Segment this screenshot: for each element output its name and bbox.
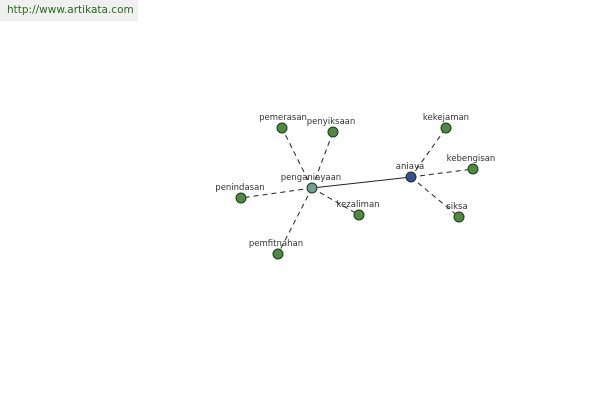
node-marker-penindasan[interactable] [235,192,247,204]
node-penganiayaan[interactable]: penganiayaan [281,173,341,194]
node-marker-kezaliman[interactable] [353,209,365,221]
node-marker-penganiayaan[interactable] [306,182,318,194]
edge-penganiayaan-kezaliman [311,187,360,216]
node-label-pemerasan: pemerasan [259,113,307,123]
node-kekejaman[interactable]: kekejaman [423,113,469,134]
edge-penganiayaan-aniaya [311,176,412,189]
node-label-kezaliman: kezaliman [336,200,379,210]
node-penyiksaan[interactable]: penyiksaan [307,117,356,138]
node-label-kebengisan: kebengisan [447,154,496,164]
edge-aniaya-siksa [410,176,460,218]
edge-aniaya-kebengisan [410,168,474,178]
node-kezaliman[interactable]: kezaliman [336,200,380,221]
node-label-kekejaman: kekejaman [423,113,469,123]
node-marker-pemfitnahan[interactable] [272,248,284,260]
node-marker-pemerasan[interactable] [276,122,288,134]
node-kebengisan[interactable]: kebengisan [447,154,496,175]
node-marker-kebengisan[interactable] [467,163,479,175]
node-siksa[interactable]: siksa [446,202,468,223]
node-marker-aniaya[interactable] [405,171,417,183]
edge-penganiayaan-penyiksaan [311,131,334,189]
node-label-pemfitnahan: pemfitnahan [249,239,303,249]
edge-penganiayaan-penindasan [240,187,313,199]
node-marker-kekejaman[interactable] [440,122,452,134]
node-marker-penyiksaan[interactable] [327,126,339,138]
edges-layer [240,127,474,255]
node-label-siksa: siksa [446,202,467,212]
edge-aniaya-kekejaman [410,127,447,178]
node-label-aniaya: aniaya [396,162,424,172]
node-pemfitnahan[interactable]: pemfitnahan [249,239,303,260]
edge-penganiayaan-pemerasan [281,127,313,189]
node-penindasan[interactable]: penindasan [215,183,265,204]
node-label-penindasan: penindasan [215,183,264,193]
source-url-bar: http://www.artikata.com [0,0,138,21]
node-pemerasan[interactable]: pemerasan [259,113,307,134]
edge-penganiayaan-pemfitnahan [277,187,313,255]
node-label-penganiayaan: penganiayaan [281,173,341,183]
node-marker-siksa[interactable] [453,211,465,223]
node-label-penyiksaan: penyiksaan [307,117,356,127]
node-aniaya[interactable]: aniaya [396,162,424,183]
source-url-link[interactable]: http://www.artikata.com [7,4,134,16]
